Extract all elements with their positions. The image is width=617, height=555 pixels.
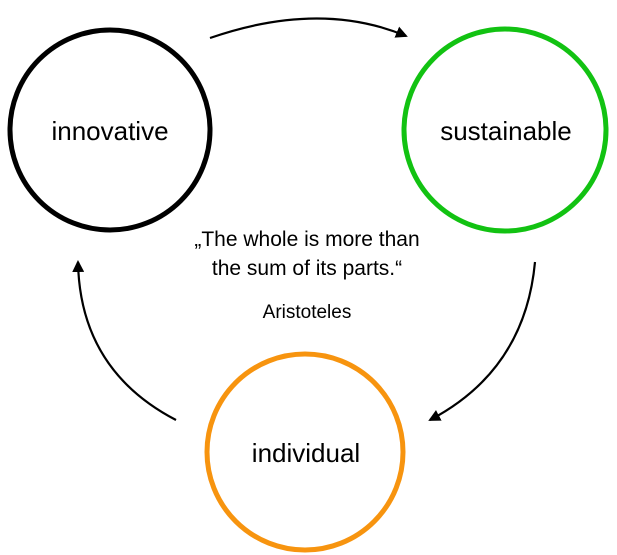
node-individual: individual <box>204 351 406 553</box>
node-individual-circle <box>204 351 406 553</box>
arrow-innovative-to-sustainable <box>209 17 408 40</box>
quote-line-1: „The whole is more than <box>194 228 419 251</box>
node-innovative-label: innovative <box>51 116 168 146</box>
node-innovative: innovative <box>7 27 213 233</box>
node-individual-label: individual <box>252 438 360 468</box>
arrow-individual-to-innovative <box>72 260 177 421</box>
node-sustainable-circle <box>401 26 609 234</box>
node-sustainable-label: sustainable <box>440 116 572 146</box>
node-innovative-circle <box>7 27 213 233</box>
node-sustainable: sustainable <box>401 26 609 234</box>
quote-line-2: the sum of its parts.“ <box>212 257 402 280</box>
quote-block: „The whole is more than the sum of its p… <box>194 228 419 323</box>
arrow-sustainable-to-individual <box>428 261 537 421</box>
quote-author: Aristoteles <box>263 302 352 323</box>
